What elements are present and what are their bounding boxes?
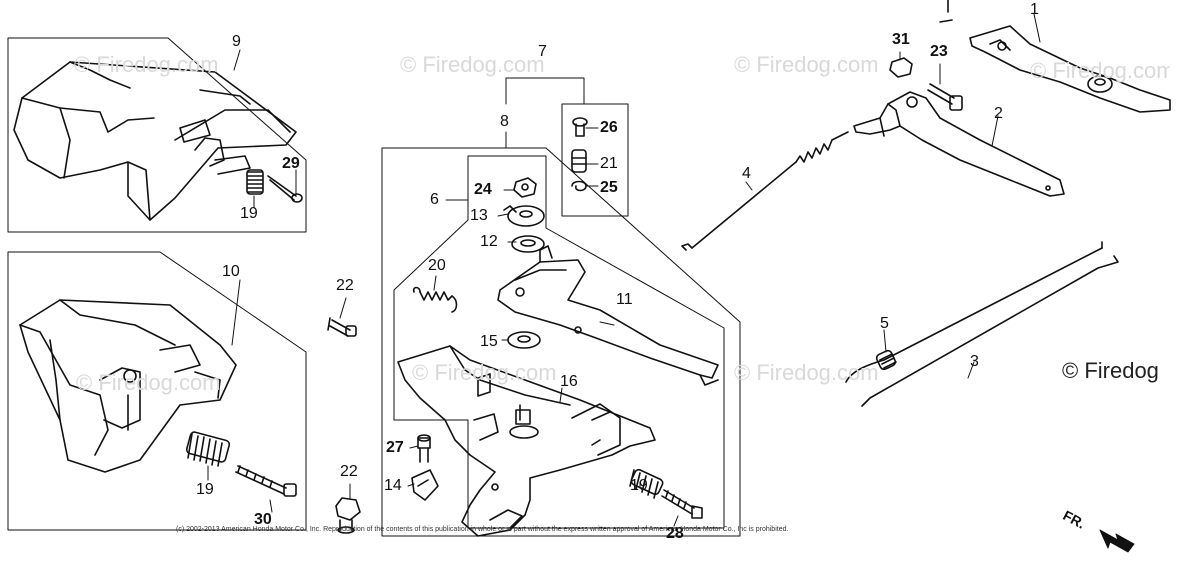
callout-9: 9 (232, 33, 241, 50)
copyright-notice: (c) 2002-2013 American Honda Motor Co., … (176, 526, 789, 533)
callout-31: 31 (892, 31, 910, 48)
part-23-bolt (927, 83, 963, 111)
part-19-spring-center (629, 468, 664, 499)
box-part-7 (561, 103, 629, 217)
watermark: © Firedog.com (734, 360, 879, 385)
leader-lines (207, 13, 1041, 527)
callout-6: 6 (430, 191, 439, 208)
part-4-rod (681, 131, 849, 251)
part-5-spring (875, 349, 897, 371)
callout-22-lower: 22 (340, 463, 358, 480)
part-25-clip (571, 180, 587, 192)
part-24-nut (513, 177, 537, 198)
callout-10: 10 (222, 263, 240, 280)
callout-16: 16 (560, 373, 578, 390)
box-part-9 (7, 37, 307, 233)
part-21-joint (571, 149, 587, 173)
part-1-arm (939, 0, 1171, 113)
callout-27: 27 (386, 439, 404, 456)
callout-21: 21 (600, 155, 618, 172)
watermark: © Firedog.com (400, 52, 545, 77)
watermark: © Firedog.com (76, 370, 221, 395)
part-19-spring-bottom-left (185, 431, 231, 467)
part-30-bolt (235, 465, 297, 497)
part-12-washer (511, 235, 545, 253)
part-31-nut (889, 57, 913, 78)
callout-1: 1 (1030, 1, 1039, 18)
watermark: © Firedog.com (74, 52, 219, 77)
callout-11: 11 (616, 291, 633, 308)
box-part-10 (7, 251, 307, 531)
part-10-bracket (19, 299, 237, 473)
part-27-screw (417, 434, 431, 463)
callout-28: 28 (666, 525, 684, 542)
part-20-spring (412, 286, 458, 313)
callout-12: 12 (480, 233, 498, 250)
callout-15: 15 (480, 333, 498, 350)
part-3-rod (845, 241, 1119, 407)
callout-24: 24 (474, 181, 492, 198)
part-26-bolt (572, 117, 588, 137)
callout-29: 29 (282, 155, 300, 172)
part-16-base (397, 345, 656, 537)
callout-3: 3 (970, 353, 979, 370)
callout-13: 13 (470, 207, 488, 224)
part-14-clip (411, 469, 439, 501)
callout-20: 20 (428, 257, 446, 274)
part-22-bolt-upper (327, 317, 357, 337)
brand-mark: © Firedog (1062, 358, 1159, 383)
callout-23: 23 (930, 43, 948, 60)
box-part-6 (393, 155, 725, 529)
leader-7 (505, 77, 585, 105)
part-2-arm (853, 91, 1065, 197)
part-22-bolt-lower (335, 497, 361, 534)
part-29-bolt (267, 175, 303, 203)
callout-19-top: 19 (240, 205, 258, 222)
watermark: © Firedog.com (412, 360, 557, 385)
callout-5: 5 (880, 315, 889, 332)
part-28-bolt (661, 489, 703, 519)
callout-19-center: 19 (630, 477, 648, 494)
callout-8: 8 (500, 113, 509, 130)
part-11-lever (497, 245, 719, 386)
callout-4: 4 (742, 165, 751, 182)
box-part-8 (381, 147, 741, 537)
part-15-washer (507, 331, 541, 349)
callout-25: 25 (600, 179, 618, 196)
front-direction-arrow-icon (1099, 529, 1135, 553)
callout-30: 30 (254, 511, 272, 528)
callout-26: 26 (600, 119, 618, 136)
callout-14: 14 (384, 477, 402, 494)
watermark: © Firedog.com (1030, 58, 1170, 83)
watermark: © Firedog.com (734, 52, 879, 77)
callout-22-upper: 22 (336, 277, 354, 294)
part-19-spring-top (246, 169, 264, 195)
callout-2: 2 (994, 105, 1003, 122)
callout-19-left: 19 (196, 481, 214, 498)
part-9-cover (13, 61, 297, 221)
callout-7: 7 (538, 43, 547, 60)
part-13-plate (503, 205, 545, 227)
